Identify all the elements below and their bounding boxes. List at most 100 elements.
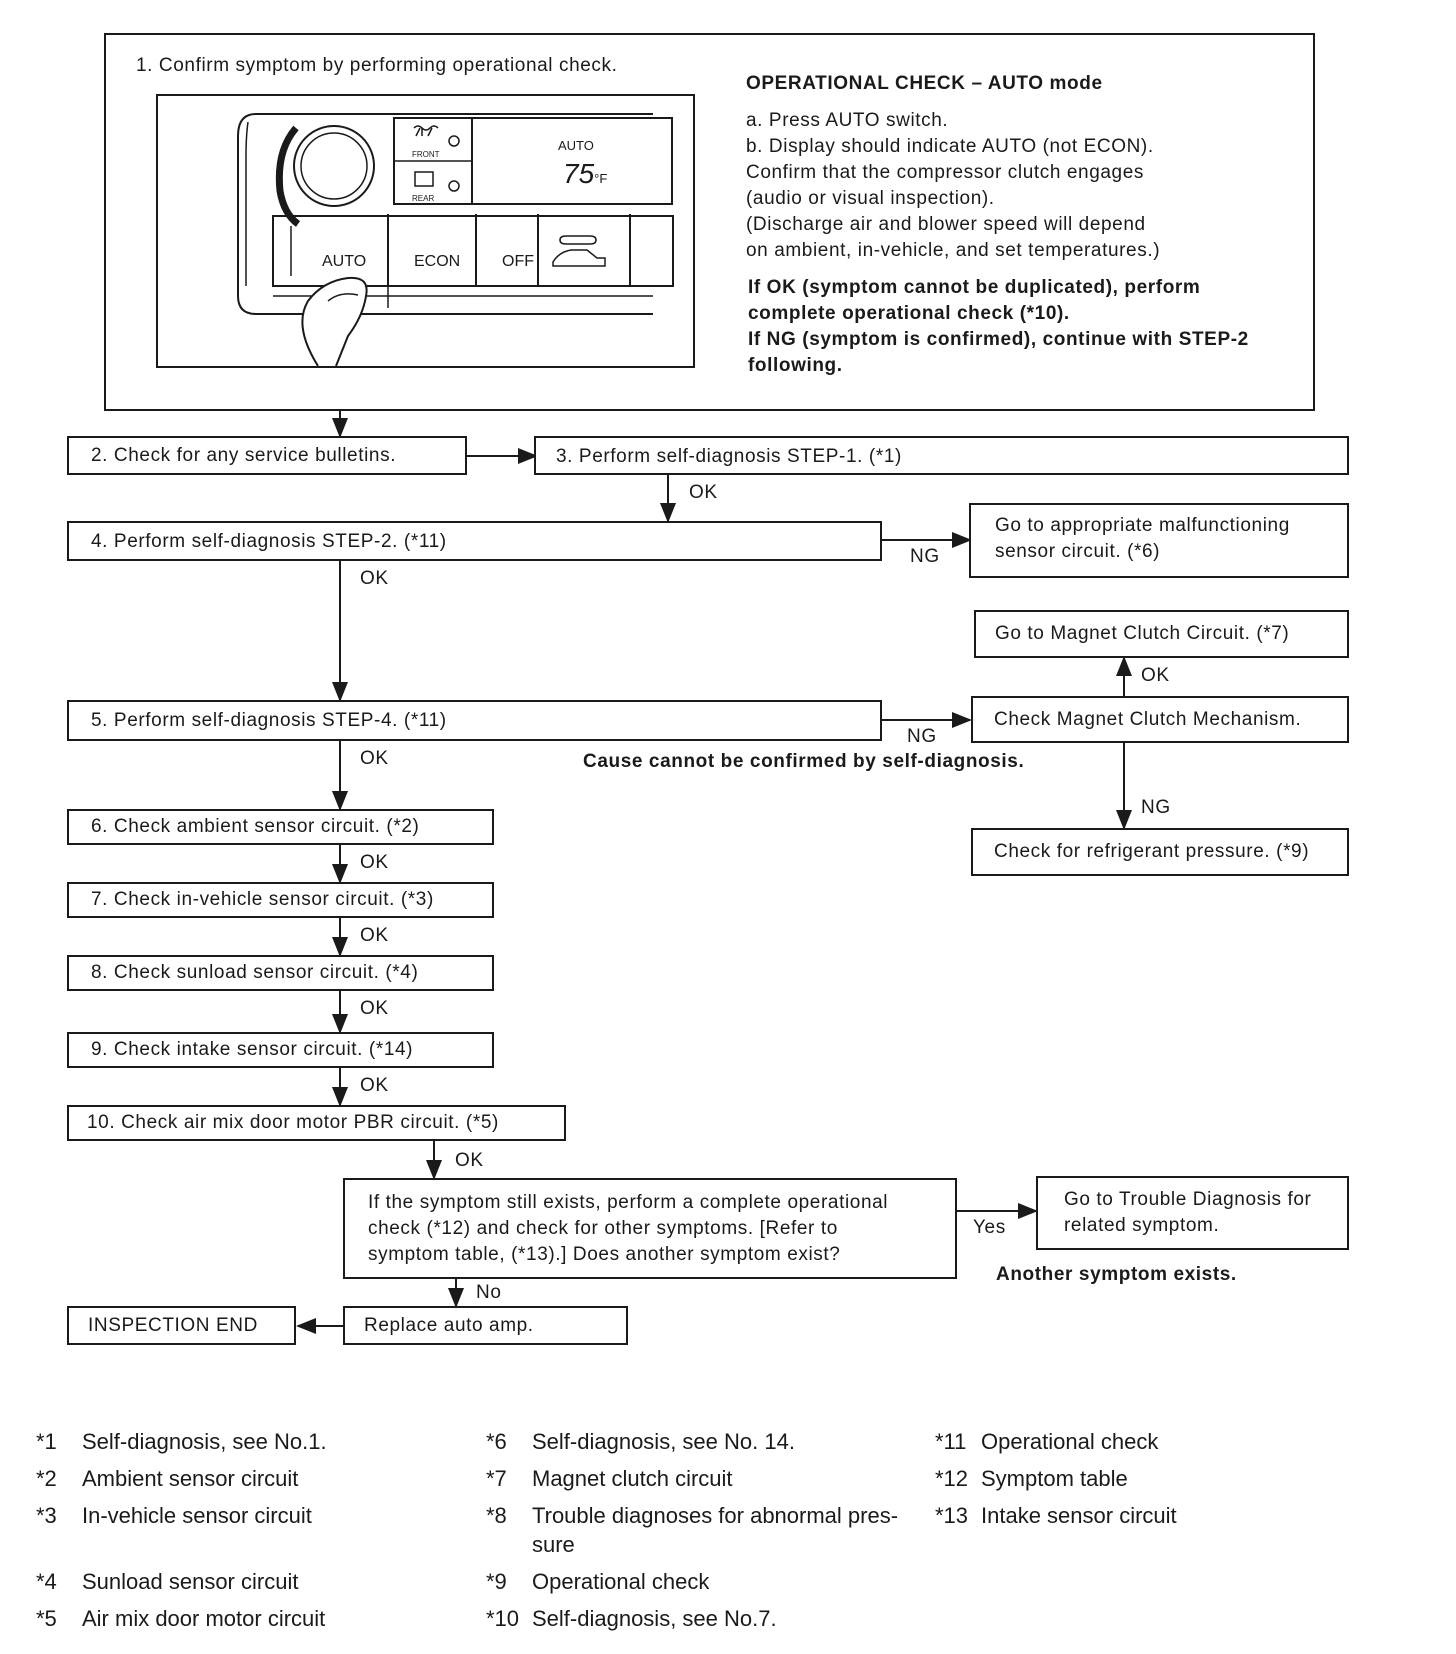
step1-box: 1. Confirm symptom by performing operati… [104,33,1315,411]
ng-label-step5: NG [907,726,937,747]
ok-label-9-10: OK [360,1075,389,1096]
opcheck-bold-4: following. [748,355,843,376]
step5-text: 5. Perform self-diagnosis STEP-4. (*11) [91,710,447,731]
step9-text: 9. Check intake sensor circuit. (*14) [91,1039,414,1060]
opcheck-bold-2: complete operational check (*10). [748,303,1070,324]
footnote-text: Magnet clutch circuit [532,1466,733,1491]
opcheck-line-a: a. Press AUTO switch. [746,110,949,131]
opcheck-bold-3: If NG (symptom is confirmed), continue w… [748,329,1249,350]
display-temp-value: 75 [563,158,595,189]
footnote-key: *10 [486,1606,520,1631]
step3-box: 3. Perform self-diagnosis STEP-1. (*1) [534,436,1349,475]
footnote-text: Ambient sensor circuit [82,1466,299,1491]
control-panel-illustration: FRONT REAR AUTO 75°F AUTO ECON OFF [156,94,695,368]
opcheck-heading: OPERATIONAL CHECK – AUTO mode [746,73,1103,94]
sensor-circuit-line1: Go to appropriate malfunctioning [995,515,1290,536]
footnote-key: *11 [935,1429,967,1454]
step1-title: 1. Confirm symptom by performing operati… [136,55,618,76]
ok-label-magnet: OK [1141,665,1170,686]
footnote-text: Air mix door motor circuit [82,1606,326,1631]
step9-box: 9. Check intake sensor circuit. (*14) [67,1032,494,1068]
ng-label-mechanism: NG [1141,797,1171,818]
opcheck-line-3: Confirm that the compressor clutch engag… [746,162,1144,183]
step7-text: 7. Check in-vehicle sensor circuit. (*3) [91,889,434,910]
inspection-end-box: INSPECTION END [67,1306,296,1345]
step6-box: 6. Check ambient sensor circuit. (*2) [67,809,494,845]
footnote-text: Symptom table [981,1466,1128,1491]
trouble-diagnosis-box: Go to Trouble Diagnosis for related symp… [1036,1176,1349,1250]
ok-label-7-8: OK [360,925,389,946]
magnet-mechanism-text: Check Magnet Clutch Mechanism. [994,709,1302,730]
step10-box: 10. Check air mix door motor PBR circuit… [67,1105,566,1141]
cause-note: Cause cannot be confirmed by self-diagno… [583,751,1025,772]
step6-text: 6. Check ambient sensor circuit. (*2) [91,816,420,837]
footnote-key: *2 [36,1466,57,1491]
footnote-text: Operational check [981,1429,1159,1454]
refrigerant-box: Check for refrigerant pressure. (*9) [971,828,1349,876]
step8-box: 8. Check sunload sensor circuit. (*4) [67,955,494,991]
footnote-key: *1 [36,1429,57,1454]
replace-amp-box: Replace auto amp. [343,1306,628,1345]
opcheck-line-b: b. Display should indicate AUTO (not ECO… [746,136,1154,157]
refrigerant-text: Check for refrigerant pressure. (*9) [994,841,1310,862]
econ-button[interactable]: ECON [414,253,461,270]
footnote-text: Sunload sensor circuit [82,1569,299,1594]
step2-box: 2. Check for any service bulletins. [67,436,467,475]
ng-label-step4: NG [910,546,940,567]
display-mode: AUTO [558,138,594,153]
inspection-end-text: INSPECTION END [88,1315,258,1336]
trouble-diagnosis-line2: related symptom. [1064,1215,1220,1236]
display-temp: 75°F [563,158,607,190]
front-defrost-label: FRONT [412,150,440,159]
footnote-key: *8 [486,1503,507,1528]
sensor-circuit-box: Go to appropriate malfunctioning sensor … [969,503,1349,578]
display-temp-unit: °F [594,171,608,186]
footnote-text: Trouble diagnoses for abnormal pres- [532,1503,899,1528]
footnote-key: *4 [36,1569,57,1594]
step5-box: 5. Perform self-diagnosis STEP-4. (*11) [67,700,882,741]
footnote-text: Operational check [532,1569,710,1594]
step10-text: 10. Check air mix door motor PBR circuit… [87,1112,499,1133]
footnote-text: Self-diagnosis, see No. 14. [532,1429,795,1454]
magnet-circuit-text: Go to Magnet Clutch Circuit. (*7) [995,623,1290,644]
ok-label-8-9: OK [360,998,389,1019]
footnote-text: Intake sensor circuit [981,1503,1177,1528]
ok-label-5-6: OK [360,748,389,769]
step8-text: 8. Check sunload sensor circuit. (*4) [91,962,419,983]
footnote-text: Self-diagnosis, see No.1. [82,1429,327,1454]
off-button[interactable]: OFF [502,253,534,270]
step4-text: 4. Perform self-diagnosis STEP-2. (*11) [91,531,447,552]
yes-label: Yes [973,1217,1006,1238]
step7-box: 7. Check in-vehicle sensor circuit. (*3) [67,882,494,918]
symptom-check-line2: check (*12) and check for other symptoms… [368,1218,838,1239]
auto-button[interactable]: AUTO [322,253,367,270]
trouble-diagnosis-line1: Go to Trouble Diagnosis for [1064,1189,1312,1210]
magnet-circuit-box: Go to Magnet Clutch Circuit. (*7) [974,610,1349,658]
footnote-key: *6 [486,1429,507,1454]
symptom-check-line1: If the symptom still exists, perform a c… [368,1192,889,1213]
footnote-key: *12 [935,1466,969,1491]
ok-label-3-4: OK [689,482,718,503]
step4-box: 4. Perform self-diagnosis STEP-2. (*11) [67,521,882,561]
ok-label-4-5: OK [360,568,389,589]
opcheck-line-6: on ambient, in-vehicle, and set temperat… [746,240,1161,261]
no-label: No [476,1282,502,1303]
ok-label-10: OK [455,1150,484,1171]
footnote-text: In-vehicle sensor circuit [82,1503,312,1528]
opcheck-line-5: (Discharge air and blower speed will dep… [746,214,1146,235]
footnote-key: *9 [486,1569,507,1594]
control-panel-drawing [237,113,674,367]
footnote-key: *7 [486,1466,507,1491]
step3-text: 3. Perform self-diagnosis STEP-1. (*1) [556,446,902,467]
step2-text: 2. Check for any service bulletins. [91,445,397,466]
footnote-text: sure [532,1532,575,1557]
footnote-key: *3 [36,1503,57,1528]
footnote-text: Self-diagnosis, see No.7. [532,1606,777,1631]
magnet-mechanism-box: Check Magnet Clutch Mechanism. [971,696,1349,743]
rear-defrost-label: REAR [412,194,435,203]
symptom-check-box: If the symptom still exists, perform a c… [343,1178,957,1279]
opcheck-line-4: (audio or visual inspection). [746,188,995,209]
ok-label-6-7: OK [360,852,389,873]
footnote-key: *13 [935,1503,969,1528]
